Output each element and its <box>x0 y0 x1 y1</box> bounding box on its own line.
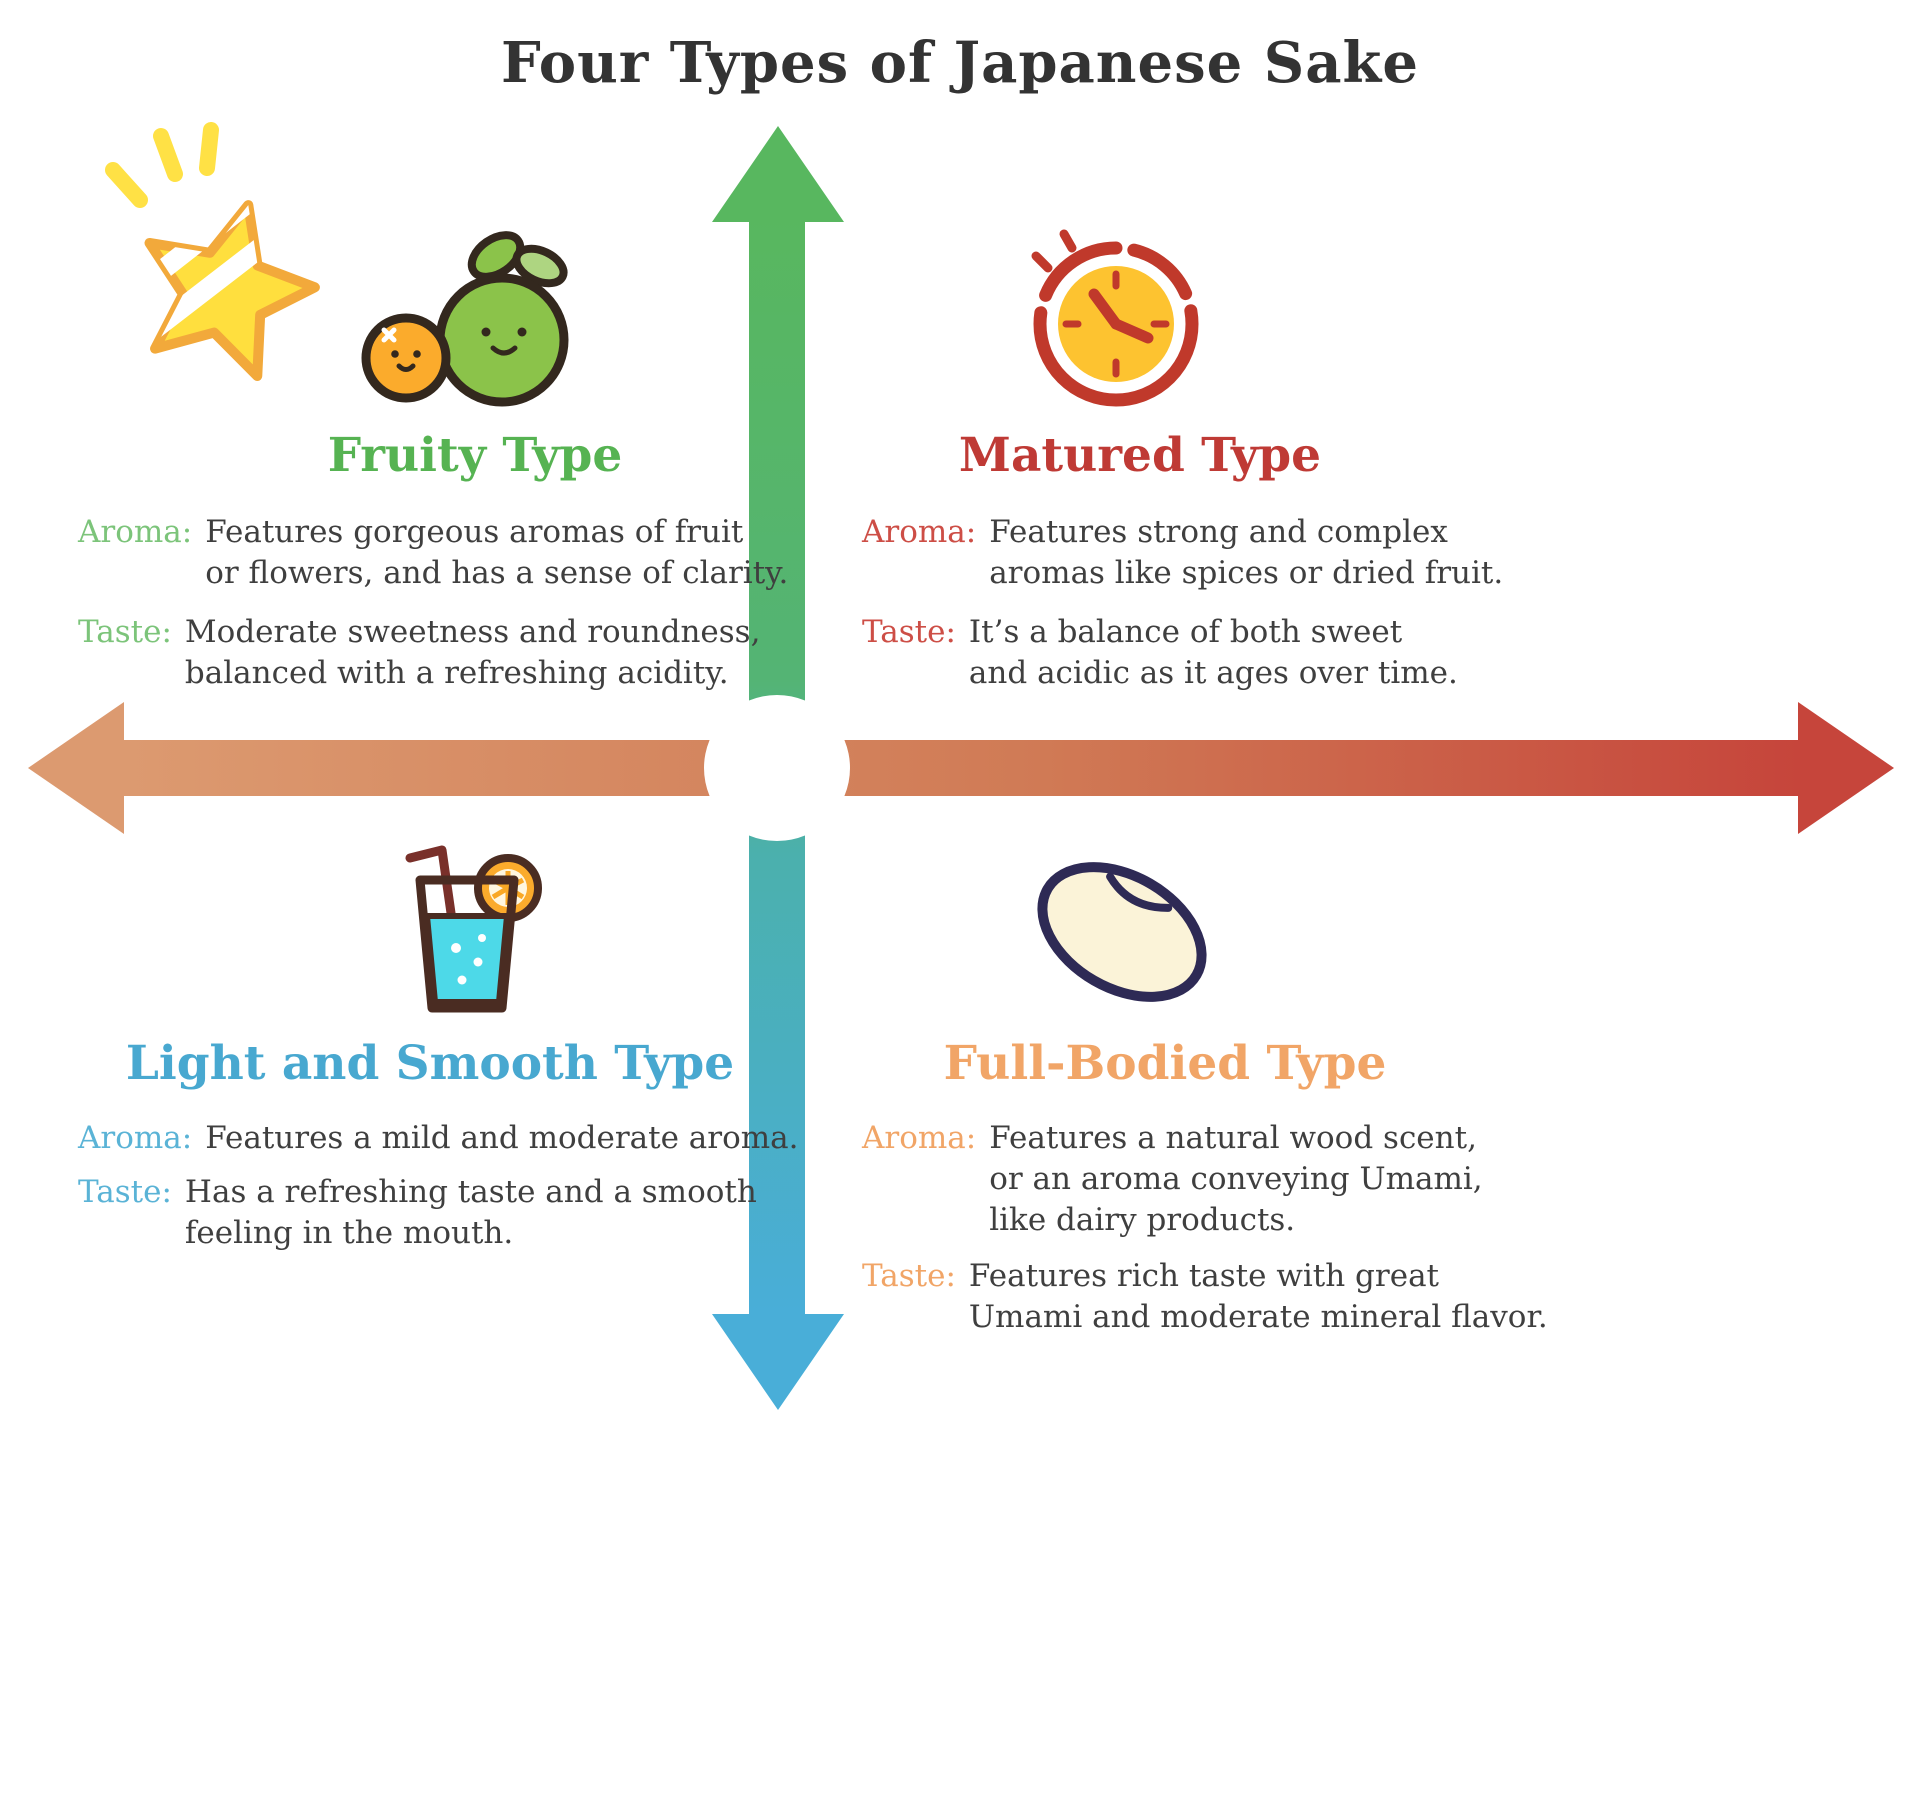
taste-text: Moderate sweetness and roundness, balanc… <box>184 614 761 691</box>
taste-text: Features rich taste with great Umami and… <box>968 1258 1548 1335</box>
matured-taste-row: Taste: It’s a balance of both sweet and … <box>862 612 1458 694</box>
taste-label: Taste: <box>78 614 172 650</box>
fruity-type-title: Fruity Type <box>327 428 623 483</box>
fruity-taste-row: Taste: Moderate sweetness and roundness,… <box>78 612 760 694</box>
vertical-axis-arrowhead-up <box>712 126 844 222</box>
aroma-text: Features strong and complex aromas like … <box>989 514 1504 591</box>
aroma-text: Features a natural wood scent, or an aro… <box>989 1120 1483 1238</box>
light-aroma-row: Aroma: Features a mild and moderate arom… <box>78 1118 799 1159</box>
light-taste-row: Taste: Has a refreshing taste and a smoo… <box>78 1172 757 1254</box>
page-title: Four Types of Japanese Sake <box>501 30 1419 96</box>
aroma-text: Features gorgeous aromas of fruit or flo… <box>205 514 789 591</box>
taste-label: Taste: <box>78 1174 172 1210</box>
taste-text: Has a refreshing taste and a smooth feel… <box>184 1174 757 1251</box>
aroma-label: Aroma: <box>78 514 193 550</box>
aroma-label: Aroma: <box>78 1120 193 1156</box>
taste-label: Taste: <box>862 1258 956 1294</box>
aroma-text: Features a mild and moderate aroma. <box>205 1120 799 1156</box>
aroma-label: Aroma: <box>862 1120 977 1156</box>
full-bodied-type-title: Full-Bodied Type <box>943 1036 1387 1091</box>
horizontal-axis-arrowhead-left <box>28 702 124 834</box>
light-smooth-type-title: Light and Smooth Type <box>125 1036 735 1091</box>
matured-aroma-row: Aroma: Features strong and complex aroma… <box>862 512 1503 594</box>
taste-text: It’s a balance of both sweet and acidic … <box>968 614 1458 691</box>
taste-label: Taste: <box>862 614 956 650</box>
aroma-label: Aroma: <box>862 514 977 550</box>
full-taste-row: Taste: Features rich taste with great Um… <box>862 1256 1548 1338</box>
citrus-fruits-icon <box>361 231 569 407</box>
drink-glass-icon <box>405 845 542 1013</box>
horizontal-axis-arrowhead-right <box>1798 702 1894 834</box>
clock-icon <box>1031 229 1199 407</box>
vertical-axis-arrowhead-down <box>712 1314 844 1410</box>
full-aroma-row: Aroma: Features a natural wood scent, or… <box>862 1118 1483 1241</box>
axes-center-gap <box>704 695 850 841</box>
horizontal-axis-shaft <box>122 740 1798 796</box>
rice-grain-icon <box>1037 862 1207 1002</box>
fruity-aroma-row: Aroma: Features gorgeous aromas of fruit… <box>78 512 788 594</box>
sparkle-star-icon <box>105 122 320 382</box>
matured-type-title: Matured Type <box>958 428 1322 483</box>
